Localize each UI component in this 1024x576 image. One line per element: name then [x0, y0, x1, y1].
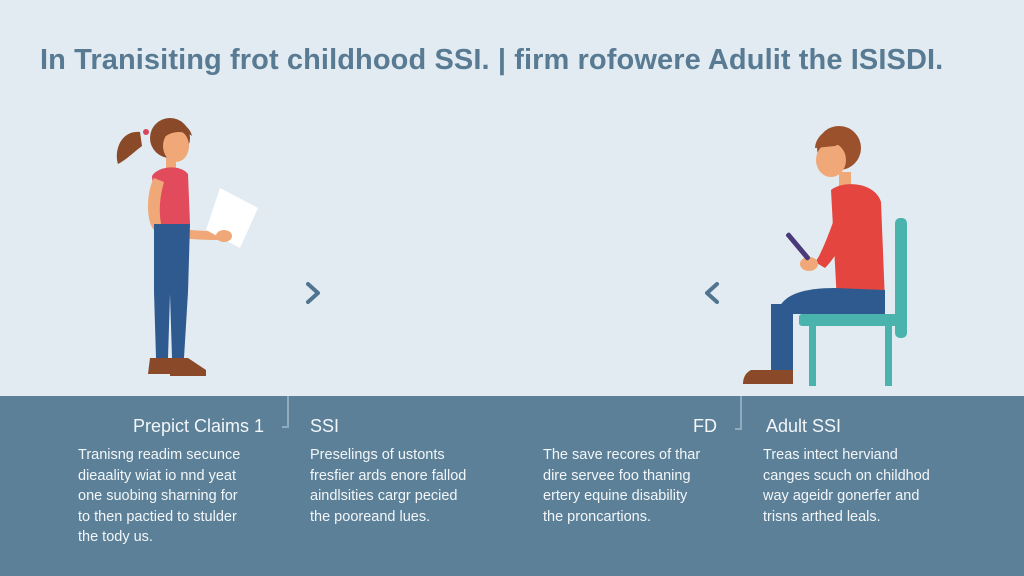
column-title: Prepict Claims 1 — [132, 416, 264, 436]
column-predict-claims: Prepict Claims 1 Tranisng readim secunce… — [78, 416, 278, 548]
girl-reading-paper-illustration — [116, 118, 258, 376]
info-panel: Prepict Claims 1 Tranisng readim secunce… — [0, 396, 1024, 576]
column-title: SSI — [310, 416, 340, 436]
chevron-right-icon[interactable] — [302, 280, 324, 306]
column-body: Treas intect herviand canges scuch on ch… — [763, 447, 930, 525]
illustration-area: In Tranisiting frot childhood SSI. | fir… — [40, 44, 944, 386]
chevron-left-icon[interactable] — [701, 280, 723, 306]
column-adult-ssi: Adult SSI Treas intect herviand canges s… — [763, 416, 983, 527]
page-title: In Tranisiting frot childhood SSI. | fir… — [40, 44, 944, 76]
column-fd: FD The save recores of thar dire servee … — [543, 416, 723, 527]
man-seated-with-phone-illustration — [743, 126, 907, 386]
column-divider — [282, 396, 289, 428]
column-body: Preselings of ustonts fresfier ards enor… — [310, 447, 467, 525]
column-body: Tranisng readim secunce dieaality wiat i… — [78, 447, 241, 545]
column-body: The save recores of thar dire servee foo… — [543, 447, 701, 525]
column-title: FD — [693, 416, 717, 436]
column-ssi: SSI Preselings of ustonts fresfier ards … — [310, 416, 510, 527]
column-title: Adult SSI — [766, 416, 842, 436]
column-divider — [735, 396, 742, 430]
